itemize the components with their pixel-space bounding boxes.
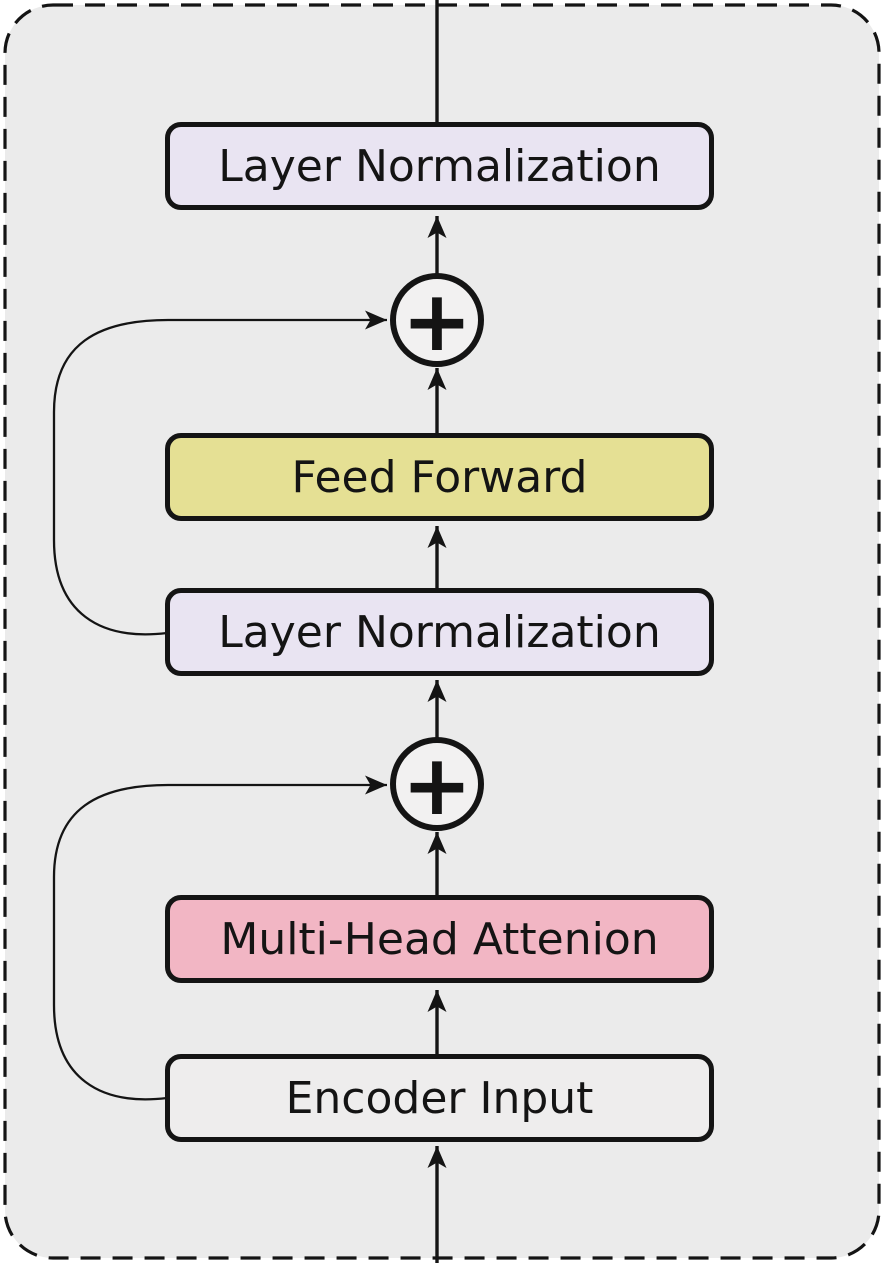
layer-norm-bottom-box: Layer Normalization	[165, 588, 714, 676]
multi-head-attention-label: Multi-Head Attenion	[220, 913, 659, 965]
layer-norm-top-label: Layer Normalization	[218, 140, 661, 192]
skip-connection-layer-norm-bottom-to-add-top	[52, 310, 387, 636]
add-top-icon: +	[401, 272, 473, 370]
add-bottom-circle	[390, 737, 484, 831]
skip-connection-encoder-input-to-add-bottom	[52, 775, 387, 1101]
layer-norm-bottom-label: Layer Normalization	[218, 606, 661, 658]
layer-norm-top-box: Layer Normalization	[165, 122, 714, 210]
add-bottom-icon: +	[401, 736, 473, 834]
add-top-circle	[390, 273, 484, 367]
feed-forward-box: Feed Forward	[165, 433, 714, 521]
multi-head-attention-box: Multi-Head Attenion	[165, 895, 714, 983]
encoder-input-label: Encoder Input	[285, 1072, 594, 1124]
feed-forward-label: Feed Forward	[291, 451, 588, 503]
encoder-input-box: Encoder Input	[165, 1054, 714, 1142]
